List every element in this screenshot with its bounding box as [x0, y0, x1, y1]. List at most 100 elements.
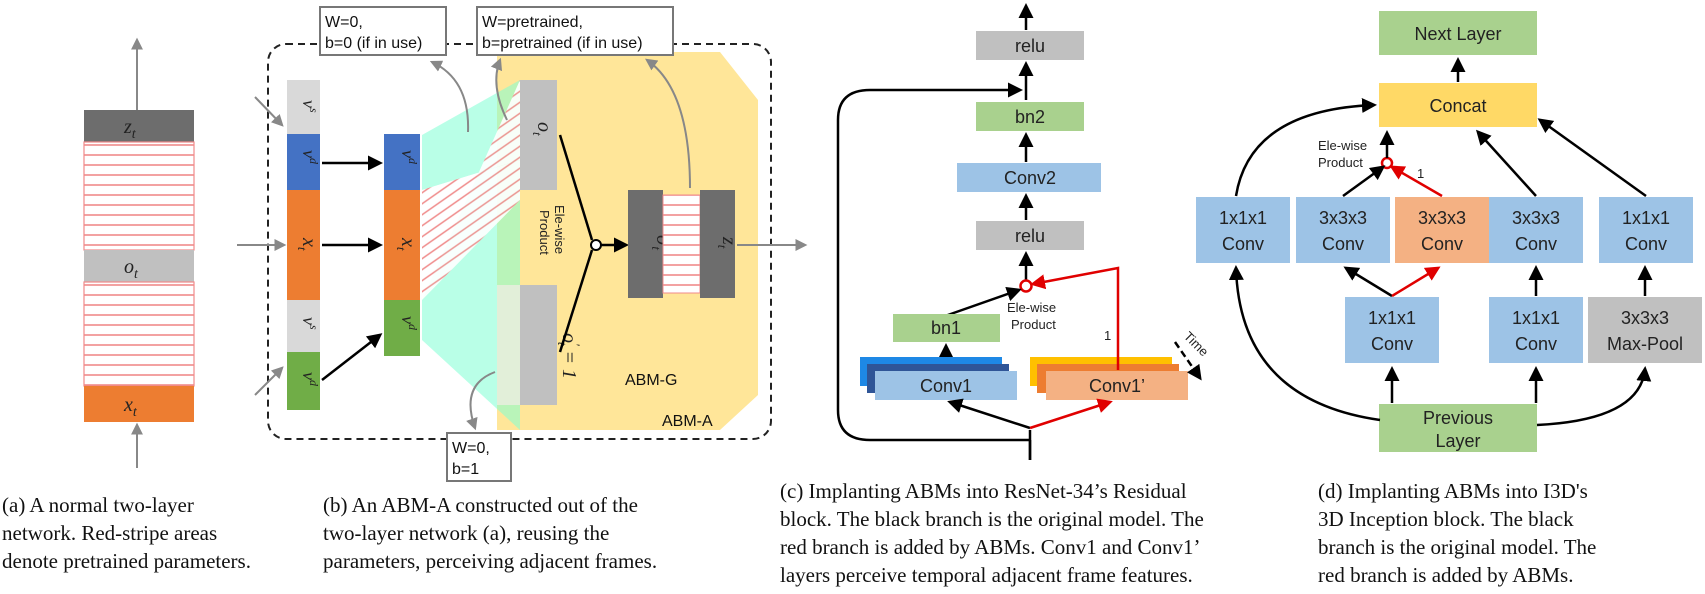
next-layer-label: Next Layer: [1414, 24, 1501, 44]
branch5-label-1: 1x1x1: [1622, 208, 1670, 228]
relu-top-label: relu: [1015, 36, 1045, 56]
arrow-branch2-product: [1342, 165, 1386, 198]
vs-prev-label: vs: [299, 100, 321, 113]
red-one-d: 1: [1417, 166, 1424, 181]
branch2-label-1: 3x3x3: [1319, 208, 1367, 228]
conv-c2-label-2: Conv: [1515, 334, 1557, 354]
vs-prev-block: [287, 80, 320, 134]
caption-c-line2: block. The black branch is the original …: [780, 507, 1204, 531]
panel-a: zt ot xt (a) A normal two-layer network.…: [2, 37, 251, 573]
vd-next-label: vd: [299, 372, 321, 387]
pointer-top-right-2: [645, 58, 691, 189]
note-top-right-1: W=pretrained,: [482, 14, 583, 31]
ot-label: ot: [124, 256, 139, 282]
zt-label: zt: [123, 116, 137, 142]
arrow-branch1-concat: [1234, 97, 1377, 197]
bn1-block: [893, 314, 1000, 342]
odprime-block: [628, 190, 663, 298]
note-top-left-1: W=0,: [325, 14, 363, 31]
ele-wise-c-2: Product: [1011, 317, 1056, 332]
branch1-label-1: 1x1x1: [1219, 208, 1267, 228]
concat-block: [1379, 83, 1537, 127]
time-arrow: [1173, 341, 1202, 381]
branch4-label-1: 3x3x3: [1512, 208, 1560, 228]
pointer-top-left: [429, 60, 470, 133]
ot-prime-light: [497, 285, 520, 405]
vd-prev-label-mid: vd: [398, 150, 420, 165]
panel-b: vs vd xt vs vd vd xt vd ot o′t= 1 Ele-wi…: [237, 6, 808, 573]
pointer-top-right-1: [490, 57, 508, 121]
input-arrow-b-bottom: [254, 366, 284, 396]
vd-next-block-mid: [384, 300, 420, 356]
pretrained-weights-bottom: [83, 281, 195, 387]
arrow-branch5-concat: [1537, 118, 1647, 198]
branch5-label-2: Conv: [1625, 234, 1667, 254]
branch5-block: [1599, 197, 1693, 263]
branch1-block: [1196, 197, 1290, 263]
maxpool-label-1: 3x3x3: [1621, 308, 1669, 328]
ot-label-b: ot: [530, 122, 555, 136]
arrow-branch4-concat: [1475, 129, 1537, 197]
note-top-left-2: b=0 (if in use): [325, 35, 422, 52]
caption-b-line2: two-layer network (a), reusing the: [323, 521, 609, 545]
arrow-ot-prime-to-product: [558, 249, 594, 353]
branch3-label-2: Conv: [1421, 234, 1463, 254]
product-node: [590, 239, 602, 251]
branch3-block: [1395, 197, 1489, 263]
conv1-block: [875, 371, 1017, 400]
branch1-label-2: Conv: [1222, 234, 1264, 254]
caption-a-line3: denote pretrained parameters.: [2, 549, 251, 573]
conv2-label: Conv2: [1004, 168, 1056, 188]
xt-block-mid: [384, 190, 420, 300]
product-node-c: [1019, 279, 1033, 293]
arrow-c1-branch3: [1391, 266, 1441, 298]
red-branch-conv1p-product: [1030, 266, 1120, 370]
caption-c-line4: layers perceive temporal adjacent frame …: [780, 563, 1193, 587]
arrow-branch3-product: [1389, 165, 1443, 198]
caption-c-line1: (c) Implanting ABMs into ResNet-34’s Res…: [780, 479, 1187, 503]
conv2-block: [957, 163, 1101, 192]
input-to-conv1: [947, 398, 1031, 430]
input-to-conv1p: [1029, 398, 1113, 430]
skip-connection: [836, 90, 1030, 460]
ot-prime-block: [520, 285, 557, 405]
vs-next-block: [287, 300, 320, 352]
zt-label-b: zt: [715, 236, 740, 249]
vd-prev-block: [287, 134, 320, 190]
arrow-prev-maxpool: [1536, 366, 1652, 427]
caption-b-line1: (b) An ABM-A constructed out of the: [323, 493, 638, 517]
vd-prev-block-mid: [384, 134, 420, 190]
product-node-d: [1380, 156, 1394, 170]
panel-d: Next Layer Concat Ele-wise Product 1x1x1…: [1196, 11, 1702, 587]
branch2-label-2: Conv: [1322, 234, 1364, 254]
conv-c2-label-1: 1x1x1: [1512, 308, 1560, 328]
xt-label-left: xt: [295, 237, 320, 251]
branch4-label-2: Conv: [1515, 234, 1557, 254]
caption-d-line1: (d) Implanting ABMs into I3D's: [1318, 479, 1588, 503]
zt-block-b: [700, 190, 735, 298]
arrow-prev-branch1: [1228, 265, 1381, 422]
previous-layer-block: [1379, 404, 1537, 452]
conv-c1-block: [1345, 297, 1439, 363]
note-box-top-right: [476, 6, 674, 56]
time-label: Time: [1181, 329, 1212, 360]
vd-prev-label: vd: [299, 150, 321, 165]
caption-a-line2: network. Red-stripe areas: [2, 521, 217, 545]
conv1p-label: Conv1’: [1089, 376, 1145, 396]
note-bottom-2: b=1: [452, 461, 479, 478]
xt-label-mid: xt: [394, 237, 419, 251]
relu-mid-block: [976, 221, 1084, 250]
abm-g-label: ABM-G: [625, 372, 677, 389]
input-arrow-b-top: [254, 96, 284, 127]
note-box-bottom: [446, 432, 512, 482]
caption-d-line2: 3D Inception block. The black: [1318, 507, 1574, 531]
maxpool-block: [1588, 297, 1702, 363]
caption-c-line3: red branch is added by ABMs. Conv1 and C…: [780, 535, 1201, 559]
arrow-vd-next: [321, 333, 383, 381]
pretrained-weights-diag-2: [422, 80, 520, 300]
ot-block: [84, 250, 194, 282]
pretrained-weights-b: [662, 194, 701, 294]
xt-block: [84, 386, 194, 422]
